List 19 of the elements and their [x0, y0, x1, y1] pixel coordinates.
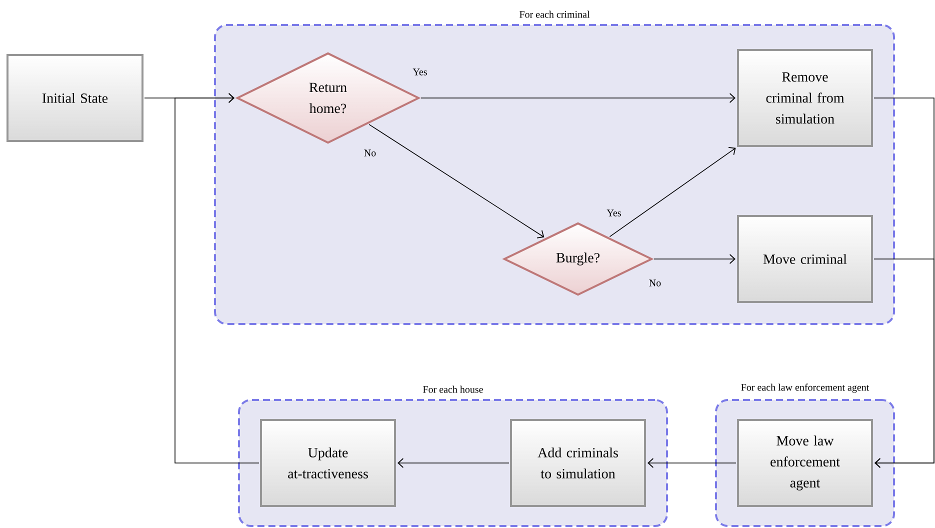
edge-label: No [362, 148, 378, 158]
node-label: For each law enforcement agent [741, 384, 870, 393]
process-box: Move law enforcement agent [737, 419, 873, 507]
process-box: Move criminal [737, 215, 873, 303]
process-box: Add criminals to simulation [510, 419, 646, 507]
arrow [398, 458, 510, 468]
arrow [874, 258, 934, 468]
node-label: For each house [423, 386, 483, 393]
arrow [420, 93, 736, 103]
arrow [368, 124, 544, 238]
arrow [609, 147, 736, 238]
node-label: For each criminal [520, 10, 590, 18]
process-box: Remove criminal from simulation [737, 49, 873, 147]
arrow [654, 254, 736, 264]
arrow [648, 458, 736, 468]
edge-label: Yes [606, 208, 622, 218]
process-box: Update at-tractiveness [260, 419, 396, 507]
arrow [174, 93, 260, 464]
process-box: Initial State [6, 54, 144, 142]
